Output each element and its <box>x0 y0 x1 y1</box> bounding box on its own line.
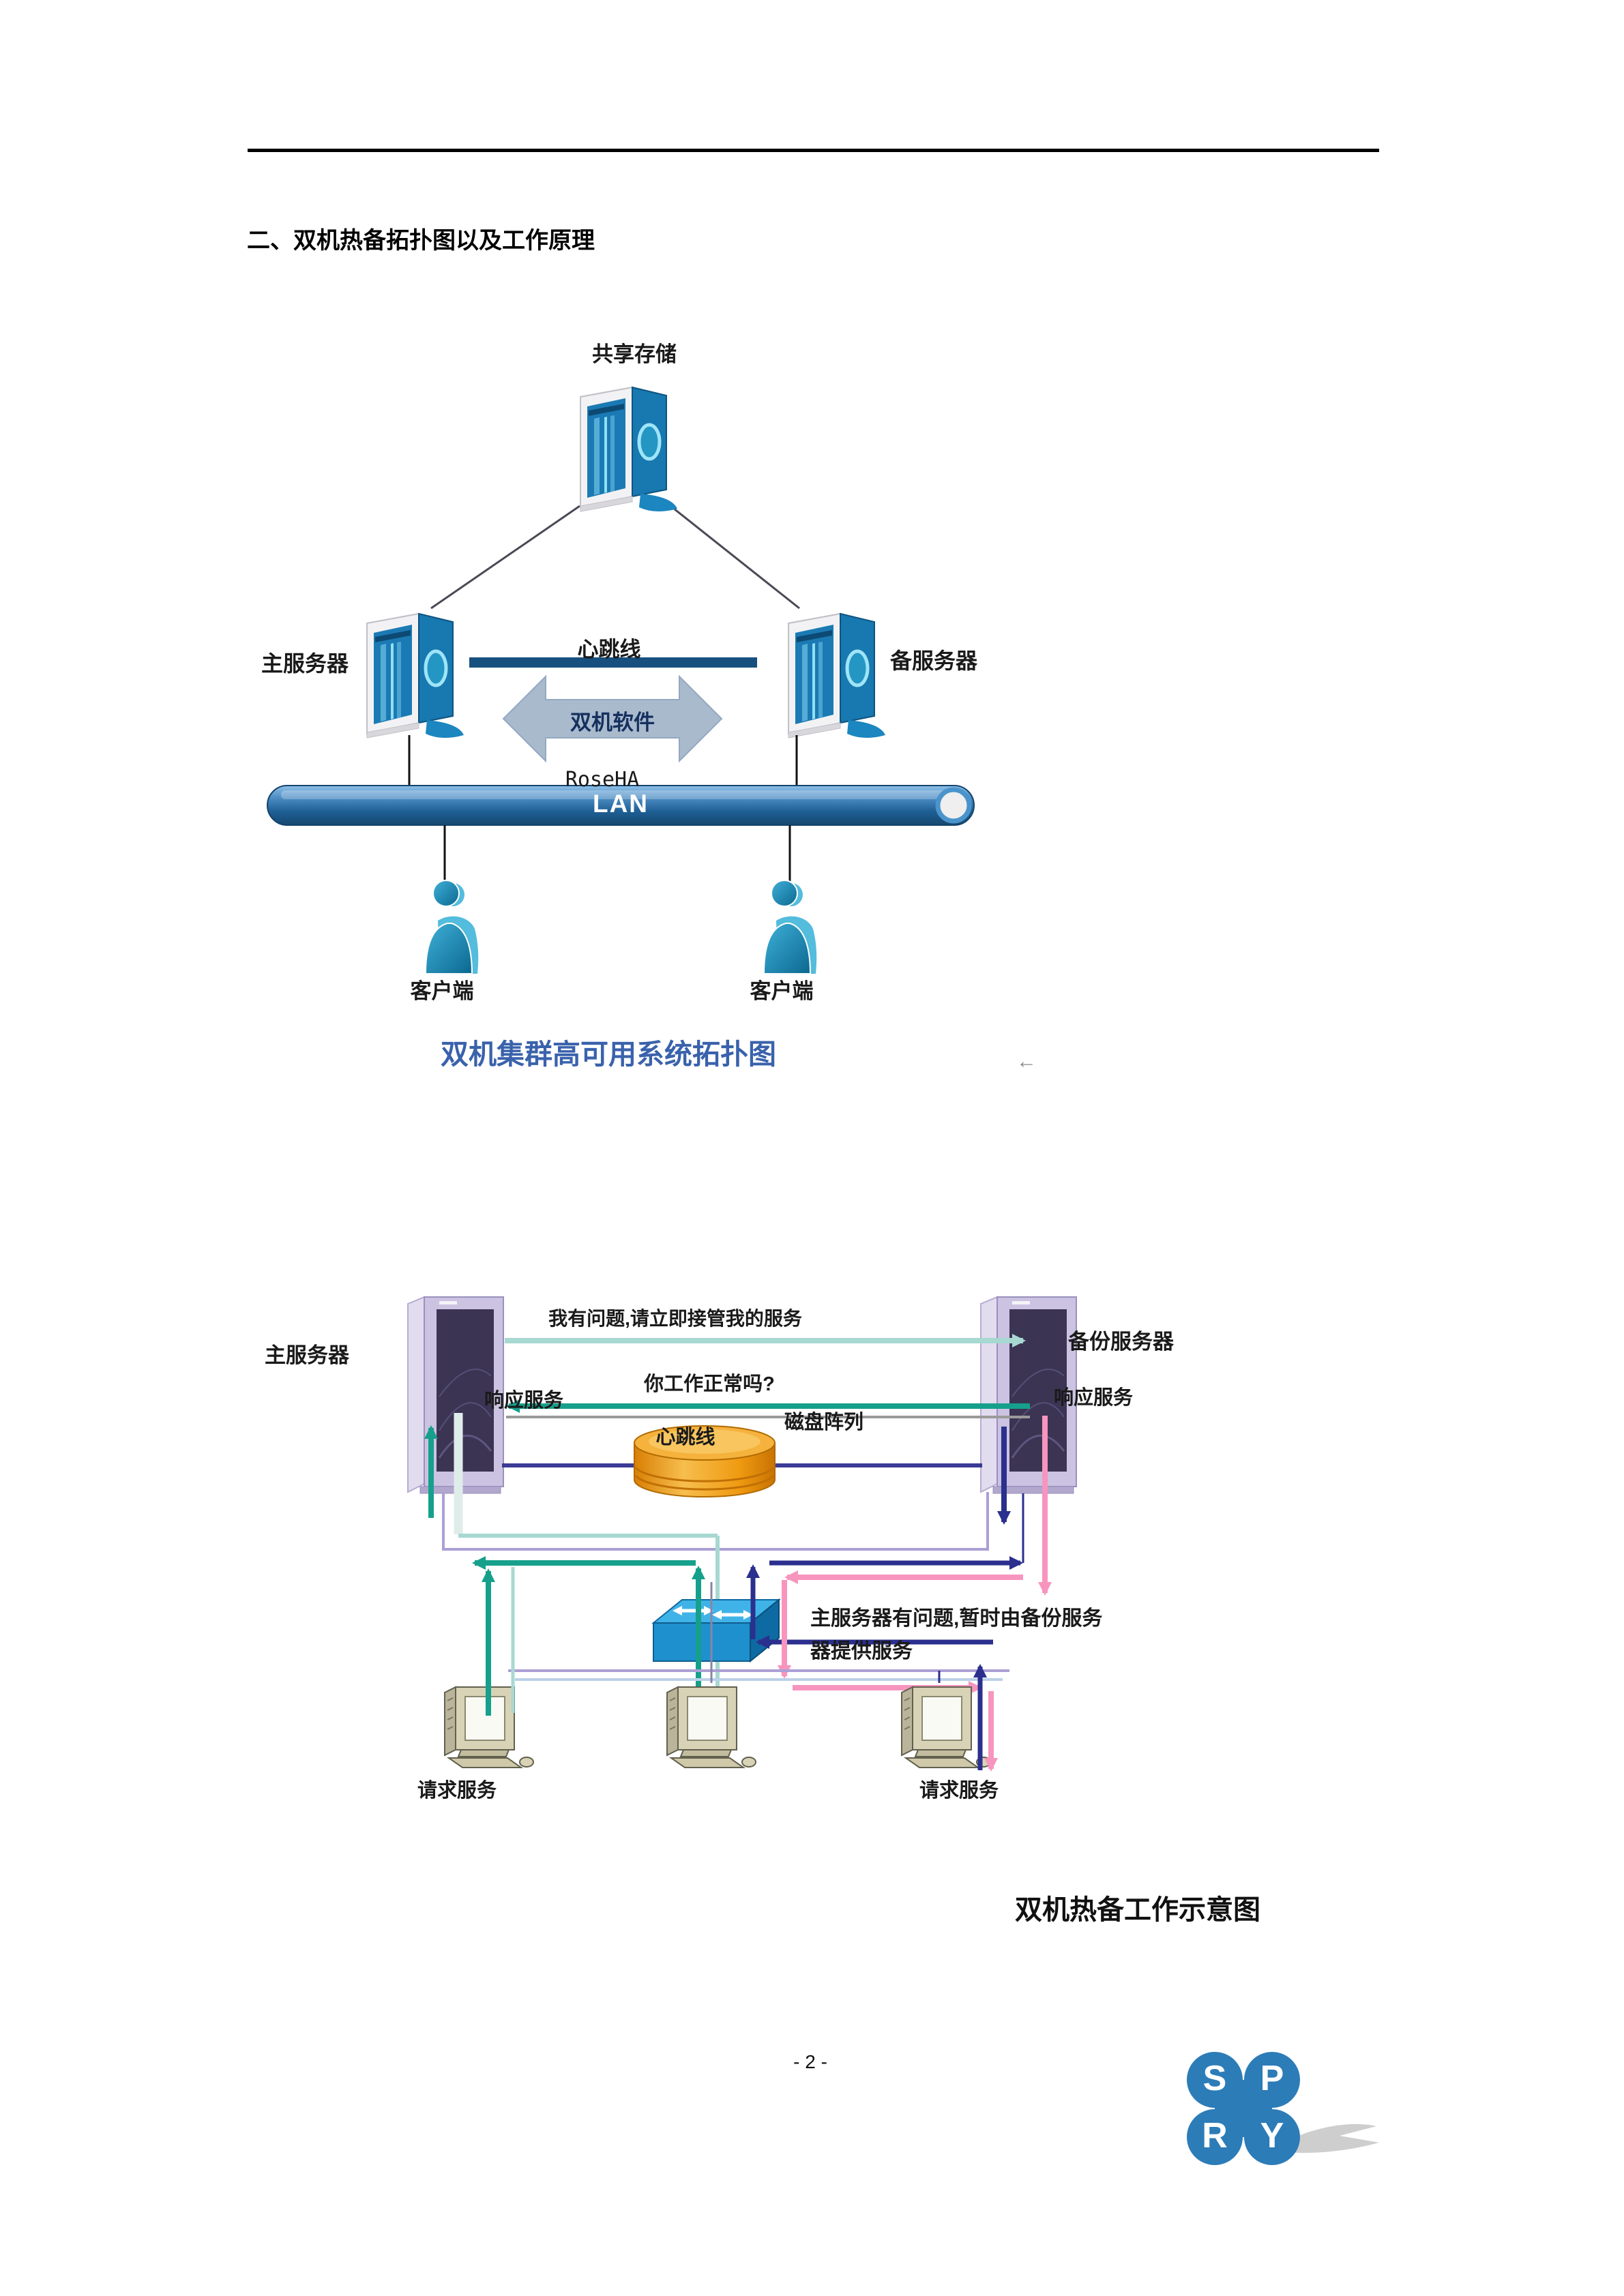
shared-storage-label: 共享存储 <box>592 342 677 366</box>
logo-letter-p: P <box>1260 2059 1284 2098</box>
working-primary-server-label: 主服务器 <box>265 1343 349 1367</box>
response-right-label: 响应服务 <box>1054 1387 1134 1409</box>
logo-letter-y: Y <box>1260 2116 1284 2156</box>
disk-array-icon <box>634 1425 776 1497</box>
primary-server-icon <box>367 614 464 738</box>
page-number: - 2 - <box>793 2051 827 2072</box>
client-right-label: 客户端 <box>750 979 814 1003</box>
failover-message-line1: 主服务器有问题,暂时由备份服务 <box>810 1607 1103 1630</box>
company-logo: S P R Y <box>1177 2046 1389 2168</box>
switch-icon <box>651 1598 781 1663</box>
lan-bus-end-cap <box>935 787 972 824</box>
primary-server-label: 主服务器 <box>261 651 349 676</box>
health-check-message: 你工作正常吗? <box>644 1373 775 1395</box>
shared-storage-server-icon <box>580 387 677 511</box>
logo-graphic <box>1187 2052 1379 2165</box>
backup-server-label: 备服务器 <box>890 648 978 673</box>
client-left-label: 客户端 <box>410 979 474 1003</box>
logo-letter-s: S <box>1202 2059 1227 2098</box>
header-rule <box>248 149 1379 152</box>
working-heartbeat-label: 心跳线 <box>655 1427 715 1448</box>
client-left-person-icon <box>425 880 479 974</box>
client-computer-right-icon <box>901 1686 991 1768</box>
client-right-person-icon <box>763 880 818 974</box>
lan-bus-highlight <box>281 790 956 799</box>
disk-array-label: 磁盘阵列 <box>784 1412 864 1433</box>
request-left-label: 请求服务 <box>417 1780 497 1802</box>
software-name-label: RoseHA <box>565 768 640 792</box>
client-computer-middle-icon <box>666 1686 756 1768</box>
heartbeat-label: 心跳线 <box>577 638 641 661</box>
logo-letter-r: R <box>1202 2116 1228 2156</box>
page-title: 二、双机热备拓扑图以及工作原理 <box>247 227 595 254</box>
logo-shadow <box>1273 2123 1379 2153</box>
storage-link-right <box>666 502 800 610</box>
topology-diagram-graphics <box>267 327 975 974</box>
working-backup-server-label: 备份服务器 <box>1068 1330 1174 1354</box>
response-left-label: 响应服务 <box>484 1390 564 1412</box>
lan-label: LAN <box>592 790 649 818</box>
storage-link-left <box>430 505 580 610</box>
anchor-mark: ← <box>1016 1050 1037 1073</box>
logo-clover <box>1187 2052 1300 2165</box>
lan-bus <box>267 785 975 826</box>
topology-diagram-caption: 双机集群高可用系统拓扑图 <box>441 1039 776 1070</box>
request-right-label: 请求服务 <box>919 1780 999 1802</box>
backup-server-icon <box>788 614 885 738</box>
takeover-message: 我有问题,请立即接管我的服务 <box>548 1308 802 1329</box>
failover-message-line2: 器提供服务 <box>810 1640 913 1663</box>
working-diagram-graphics <box>407 1296 1078 1772</box>
heartbeat-bar <box>469 657 757 668</box>
cluster-software-label: 双机软件 <box>570 711 655 734</box>
cluster-software-double-arrow <box>502 674 723 763</box>
working-diagram-caption: 双机热备工作示意图 <box>1015 1895 1260 1925</box>
